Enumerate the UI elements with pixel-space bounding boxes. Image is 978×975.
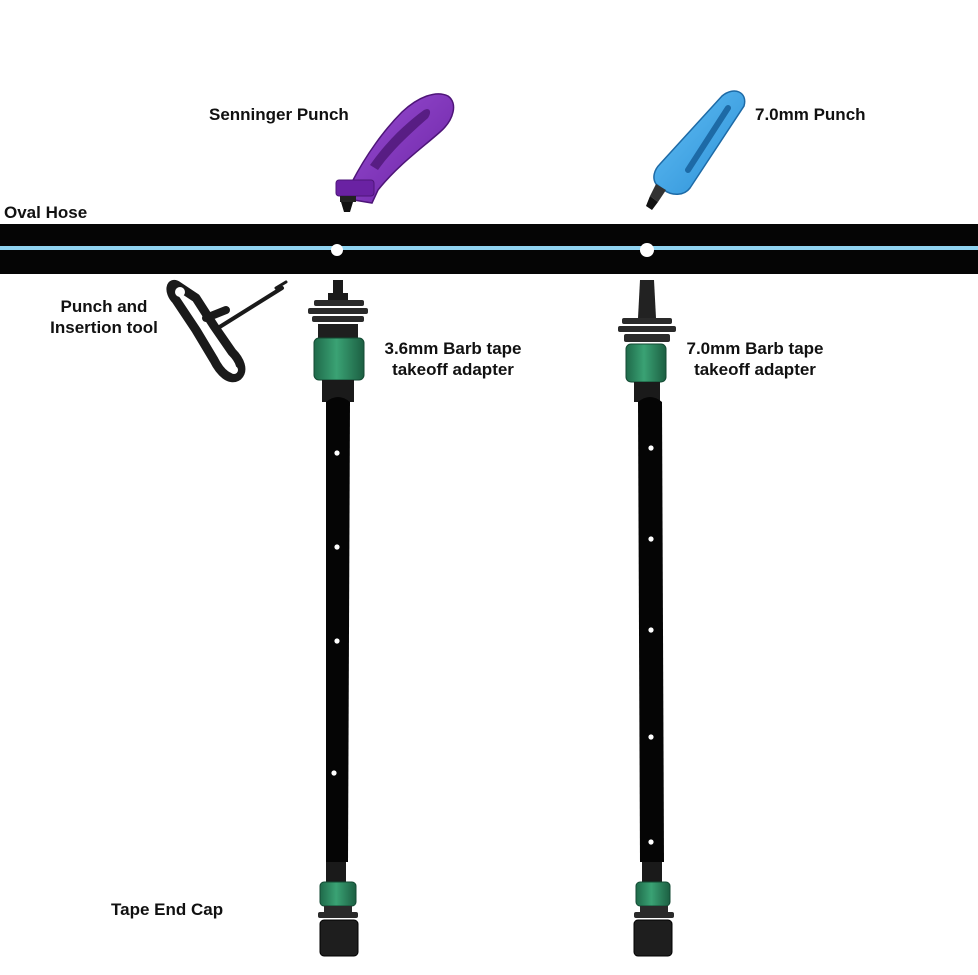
drip-tape-left [326, 397, 350, 862]
hose-hole-left [331, 244, 343, 256]
hose-stripe [0, 246, 978, 250]
label-senninger-punch: Senninger Punch [209, 105, 349, 124]
label-adapter-70: 7.0mm Barb tape takeoff adapter [686, 339, 824, 379]
label-tape-end-cap: Tape End Cap [111, 900, 224, 919]
hose-hole-right [640, 243, 654, 257]
label-7mm-punch: 7.0mm Punch [755, 105, 866, 124]
adapter-70-image [618, 280, 676, 402]
label-oval-hose: Oval Hose [4, 203, 88, 222]
insertion-tool-image [166, 280, 288, 383]
adapter-36-image [308, 280, 368, 402]
label-punch-insertion-tool: Punch and Insertion tool [50, 297, 158, 337]
oval-hose [0, 224, 978, 274]
label-adapter-36: 3.6mm Barb tape takeoff adapter [384, 339, 522, 379]
punch-7mm-image [646, 90, 746, 210]
end-cap-left [318, 862, 359, 957]
drip-tape-right [638, 397, 664, 862]
senninger-punch-image [335, 93, 455, 212]
end-cap-right [633, 862, 674, 957]
